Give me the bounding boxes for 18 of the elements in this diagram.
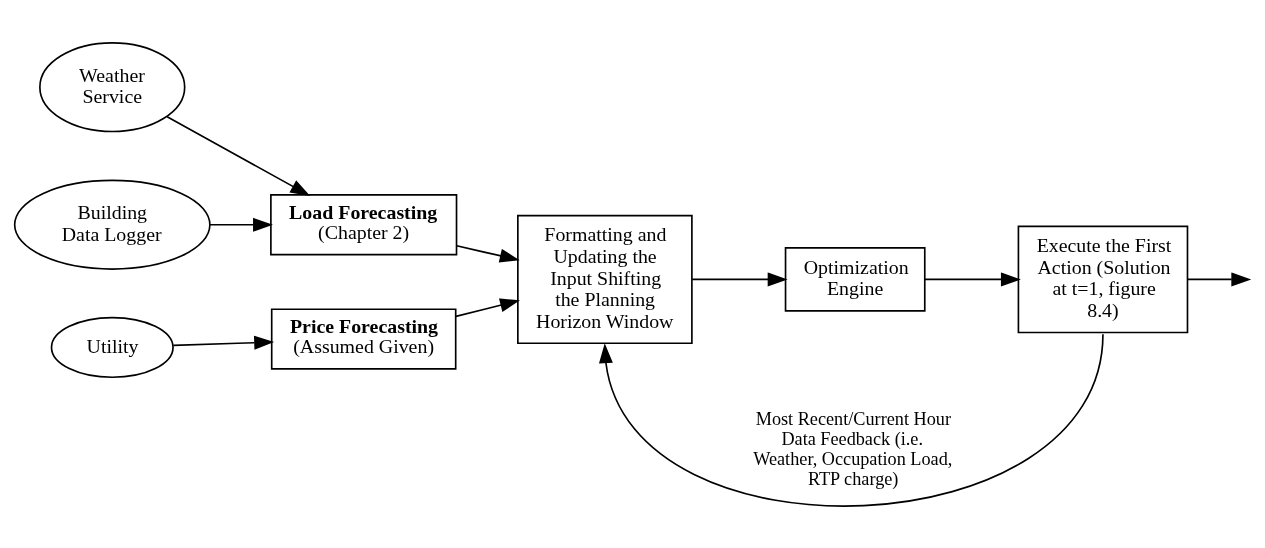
node-ellipse: Weather Service <box>39 41 186 132</box>
arrow <box>598 332 1104 506</box>
node-ellipse: Utility <box>50 316 174 378</box>
arrow <box>924 271 1021 286</box>
node-box: Execute the First Action (Solution at t=1, figure 8.4) <box>1017 225 1189 333</box>
arrow <box>455 297 520 317</box>
arrow <box>1186 271 1252 286</box>
arrow <box>172 335 275 350</box>
edge-label: Most Recent/Current Hour Data Feedback (i.e. Weather, Occupation Load, RTP charge) <box>753 408 953 489</box>
node-box: Optimization Engine <box>784 246 926 312</box>
arrow <box>166 115 311 196</box>
node-box: Formatting and Updating the Input Shifting the Planning Horizon Window <box>517 214 693 344</box>
arrow <box>455 244 520 263</box>
arrow <box>209 217 273 232</box>
node-ellipse: Building Data Logger <box>13 179 211 270</box>
node-box: Price Forecasting (Assumed Given) <box>270 307 457 370</box>
arrow <box>691 271 788 286</box>
node-box: Load Forecasting (Chapter 2) <box>270 193 458 255</box>
